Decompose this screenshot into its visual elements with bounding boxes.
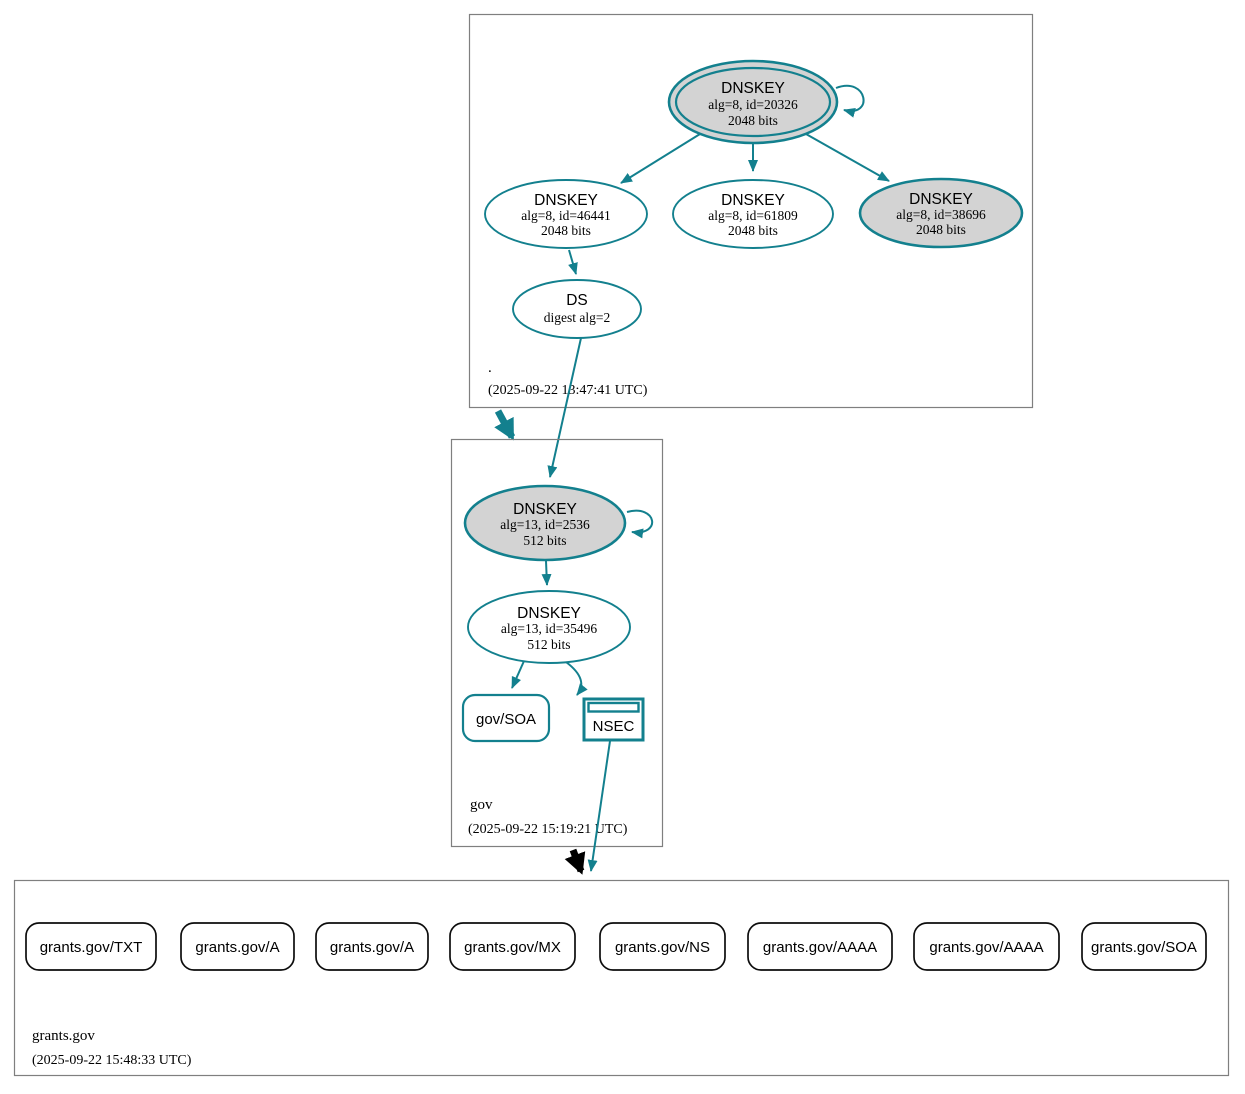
dnskey-20326-detail: alg=8, id=20326 [708,97,798,112]
dnskey-node-35496[interactable]: DNSKEY alg=13, id=35496 512 bits [467,590,631,664]
dnskey-20326-inner-ellipse [674,66,832,138]
dnskey-35496-bits: 512 bits [527,637,570,652]
rrset-node-grants-aaaa-2[interactable]: grants.gov/AAAA [913,922,1060,971]
dnskey-46441-title: DNSKEY [534,192,598,209]
dnskey-38696-title: DNSKEY [909,191,973,208]
edge-gov-zsk-to-soa [511,660,525,689]
rrset-node-grants-a-1[interactable]: grants.gov/A [180,922,295,971]
zone-gov-box [450,438,664,848]
dnskey-node-38696[interactable]: DNSKEY alg=8, id=38696 2048 bits [858,177,1024,249]
rrset-label: grants.gov/A [330,939,414,956]
zone-grants-label: grants.gov [32,1028,95,1044]
zone-gov-timestamp: (2025-09-22 15:19:21 UTC) [468,822,628,837]
edge-zsk46441-to-ds [568,249,578,275]
dnskey-46441-ellipse[interactable] [484,179,648,249]
zone-root-label: . [488,360,492,376]
dnskey-61809-title: DNSKEY [721,192,785,209]
zone-root: . (2025-09-22 13:47:41 UTC) DNSKEY alg=8… [468,13,1034,409]
rrset-box[interactable] [747,922,893,971]
dnskey-38696-bits: 2048 bits [916,222,966,237]
dnskey-46441-detail: alg=8, id=46441 [521,208,610,223]
dnskey-2536-ellipse[interactable] [463,484,627,562]
edge-nsec-to-grants [587,740,611,872]
nsec-label: NSEC [593,718,635,735]
dnskey-61809-detail: alg=8, id=61809 [708,208,798,223]
dnskey-38696-detail: alg=8, id=38696 [896,207,986,222]
zone-grants-timestamp: (2025-09-22 15:48:33 UTC) [32,1053,192,1068]
ds-detail: digest alg=2 [544,310,610,325]
rrset-node-gov-soa[interactable]: gov/SOA [461,693,551,743]
zone-grants-box [13,879,1230,1077]
edge-gov-zsk-to-nsec [565,661,588,696]
rrset-node-grants-a-2[interactable]: grants.gov/A [315,922,429,971]
rrset-box[interactable] [599,922,726,971]
rrset-box[interactable] [315,922,429,971]
nsec-top-band [587,701,640,713]
rrset-node-grants-ns[interactable]: grants.gov/NS [599,922,726,971]
dnskey-node-2536[interactable]: DNSKEY alg=13, id=2536 512 bits [463,484,627,562]
rrset-label: grants.gov/AAAA [929,939,1043,956]
dnskey-2536-detail: alg=13, id=2536 [500,517,590,532]
edge-ds-to-gov-ksk [547,337,582,478]
edge-ksk-to-zsk46441 [620,133,701,184]
dnskey-35496-title: DNSKEY [517,605,581,622]
gov-soa-box[interactable] [461,693,551,743]
rrset-box[interactable] [913,922,1060,971]
rrset-node-grants-aaaa-1[interactable]: grants.gov/AAAA [747,922,893,971]
dnskey-61809-ellipse[interactable] [672,179,834,249]
nsec-node[interactable]: NSEC [582,697,645,742]
rrset-label: grants.gov/A [195,939,279,956]
dnskey-38696-ellipse[interactable] [858,177,1024,249]
rrset-label: grants.gov/TXT [40,939,143,956]
rrset-label: grants.gov/AAAA [763,939,877,956]
dnskey-20326-bits: 2048 bits [728,113,778,128]
zone-root-timestamp: (2025-09-22 13:47:41 UTC) [488,383,648,398]
ds-ellipse[interactable] [512,279,642,339]
rrset-box[interactable] [1081,922,1207,971]
dnskey-20326-outer-ellipse[interactable] [667,59,839,145]
zone-gov: gov (2025-09-22 15:19:21 UTC) DNSKEY alg… [450,438,664,848]
rrset-box[interactable] [25,922,157,971]
edge-ksk2536-self-loop [626,509,653,539]
dnskey-35496-detail: alg=13, id=35496 [501,621,597,636]
rrset-node-grants-txt[interactable]: grants.gov/TXT [25,922,157,971]
zone-root-box [468,13,1034,409]
dnskey-2536-title: DNSKEY [513,501,577,518]
dnskey-node-46441[interactable]: DNSKEY alg=8, id=46441 2048 bits [484,179,648,249]
rrset-node-grants-mx[interactable]: grants.gov/MX [449,922,576,971]
dnskey-node-61809[interactable]: DNSKEY alg=8, id=61809 2048 bits [672,179,834,249]
dnskey-20326-title: DNSKEY [721,80,785,97]
edge-gov-ksk-to-zsk [541,560,552,586]
ds-title: DS [566,292,588,309]
dnskey-46441-bits: 2048 bits [541,223,591,238]
dnskey-35496-ellipse[interactable] [467,590,631,664]
zone-grants-gov: grants.gov (2025-09-22 15:48:33 UTC) gra… [13,879,1230,1077]
rrset-label: grants.gov/SOA [1091,939,1197,956]
edge-ksk-to-zsk38696 [805,133,890,182]
ds-node[interactable]: DS digest alg=2 [512,279,642,339]
zone-gov-label: gov [470,797,493,813]
dnskey-61809-bits: 2048 bits [728,223,778,238]
rrset-box[interactable] [180,922,295,971]
gov-soa-label: gov/SOA [476,711,536,728]
rrset-label: grants.gov/NS [615,939,710,956]
rrset-box[interactable] [449,922,576,971]
rrset-label: grants.gov/MX [464,939,561,956]
dnskey-2536-bits: 512 bits [523,533,566,548]
edge-root-delegation-to-gov [494,409,516,441]
rrset-node-grants-soa[interactable]: grants.gov/SOA [1081,922,1207,971]
edge-gov-delegation-to-grants [564,848,586,875]
dnskey-node-20326[interactable]: DNSKEY alg=8, id=20326 2048 bits [667,59,839,145]
edge-ksk20326-self-loop [835,84,865,118]
